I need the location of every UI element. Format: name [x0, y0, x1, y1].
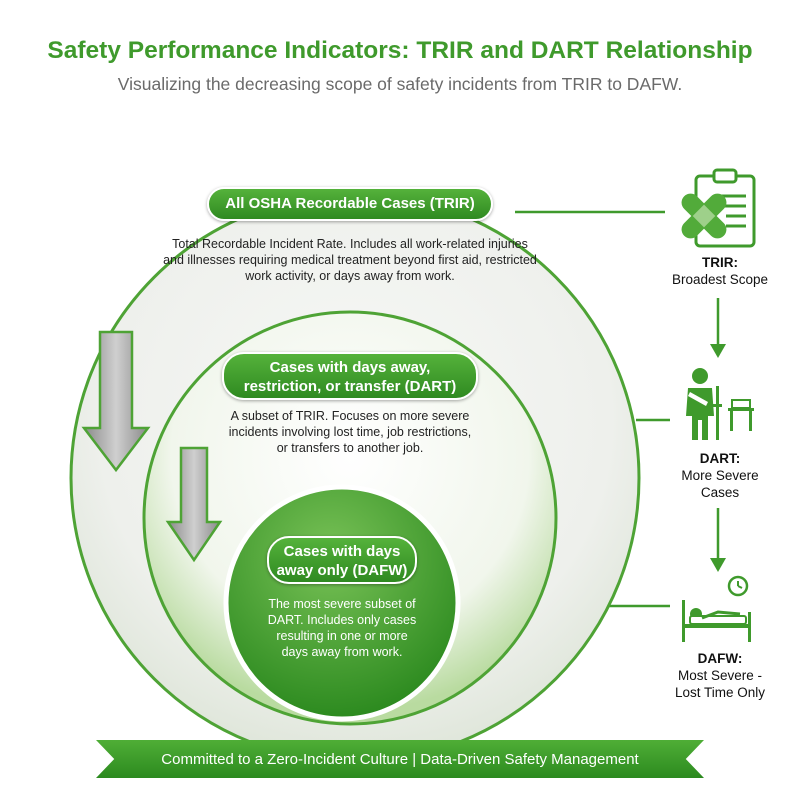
- dart-description: A subset of TRIR. Focuses on more severe…: [228, 409, 472, 455]
- sidebar-desc-dafw-1: Most Severe -: [677, 668, 763, 683]
- clipboard-bandage-icon: [681, 168, 756, 248]
- sidebar-name-trir: TRIR:: [702, 255, 738, 270]
- down-arrow-large-icon: [81, 330, 151, 473]
- down-arrow-small-icon: [165, 446, 223, 563]
- hospital-bed-icon: [682, 575, 751, 642]
- sidebar-desc-trir: Broadest Scope: [671, 272, 769, 287]
- sidebar-label-trir: TRIR: Broadest Scope: [650, 254, 790, 288]
- dafw-label-line1: Cases with days: [283, 543, 401, 560]
- dart-label-line1: Cases with days away,: [269, 359, 431, 376]
- sidebar-name-dafw: DAFW:: [697, 651, 743, 666]
- trir-description: Total Recordable Incident Rate. Includes…: [163, 237, 537, 283]
- sidebar-flow-arrows: [710, 298, 726, 572]
- dafw-description: The most severe subset of DART. Includes…: [267, 597, 417, 659]
- injured-worker-icon: [686, 368, 754, 440]
- dafw-label-line2: away only (DAFW): [276, 562, 408, 579]
- dart-label-line2: restriction, or transfer (DART): [243, 378, 457, 395]
- page-subtitle: Visualizing the decreasing scope of safe…: [117, 74, 683, 94]
- footer-banner-text: Committed to a Zero-Incident Culture | D…: [161, 750, 639, 768]
- sidebar-desc-dafw-2: Lost Time Only: [674, 685, 766, 700]
- sidebar-name-dart: DART:: [699, 451, 741, 466]
- footer-banner: Committed to a Zero-Incident Culture | D…: [96, 740, 704, 778]
- dart-label-pill: Cases with days away, restriction, or tr…: [222, 352, 478, 400]
- sidebar-label-dart: DART: More Severe Cases: [650, 450, 790, 501]
- sidebar-desc-dart-2: Cases: [700, 485, 740, 500]
- trir-label-pill: All OSHA Recordable Cases (TRIR): [207, 187, 493, 221]
- page-title: Safety Performance Indicators: TRIR and …: [47, 37, 753, 64]
- dafw-label-pill: Cases with days away only (DAFW): [267, 536, 417, 584]
- sidebar-desc-dart-1: More Severe: [681, 468, 759, 483]
- sidebar-label-dafw: DAFW: Most Severe - Lost Time Only: [650, 650, 790, 701]
